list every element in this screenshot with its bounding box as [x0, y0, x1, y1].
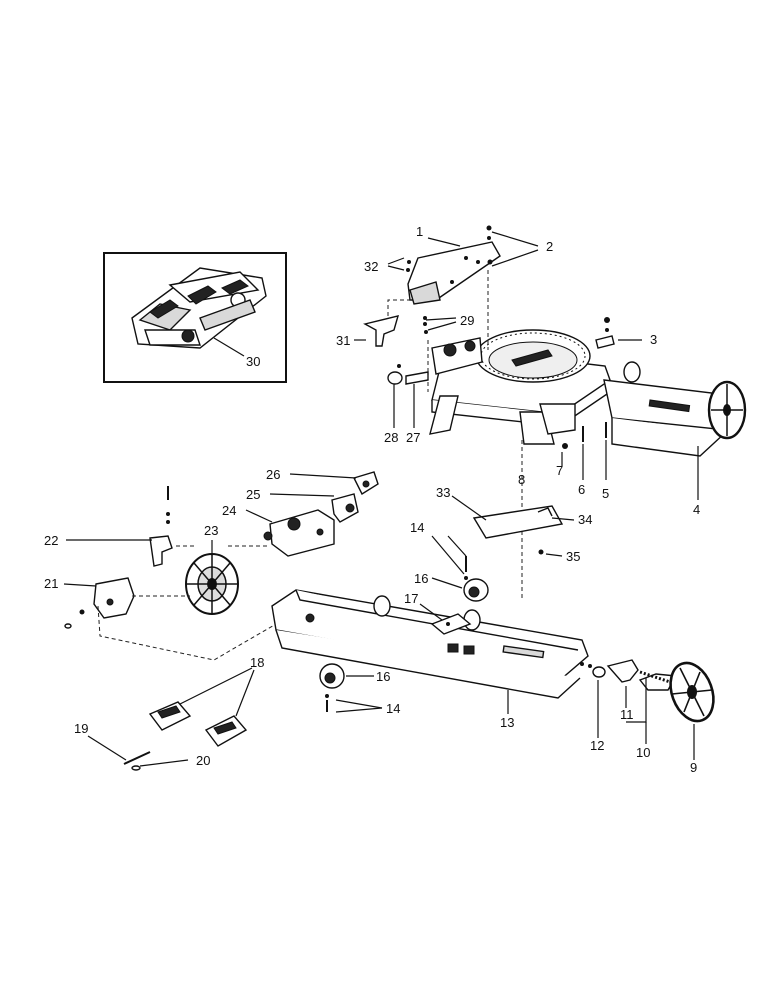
idler-assembly — [580, 659, 715, 723]
part-label-24: 24 — [222, 503, 236, 518]
part-label-6: 6 — [578, 482, 585, 497]
part-label-5: 5 — [602, 486, 609, 501]
part-label-10: 10 — [636, 745, 650, 760]
part-label-16a: 16 — [414, 571, 428, 586]
part-label-31: 31 — [336, 333, 350, 348]
part-label-7: 7 — [556, 463, 563, 478]
part-label-22: 22 — [44, 533, 58, 548]
part-label-21: 21 — [44, 576, 58, 591]
front-idler-wheel — [669, 661, 715, 723]
part-label-4: 4 — [693, 502, 700, 517]
part-label-16b: 16 — [376, 669, 390, 684]
part-number-labels: 1 2 32 3 29 31 30 28 27 7 8 6 5 4 26 25 … — [44, 224, 700, 775]
track-shoes — [123, 701, 248, 771]
cover-plate — [472, 505, 564, 555]
part-label-25: 25 — [246, 487, 260, 502]
track-chain-illustration — [131, 267, 267, 349]
part-label-12: 12 — [590, 738, 604, 753]
part-label-1: 1 — [416, 224, 423, 239]
part-label-3: 3 — [650, 332, 657, 347]
upper-frame-assembly — [363, 225, 747, 457]
part-label-8: 8 — [518, 472, 525, 487]
part-label-27: 27 — [406, 430, 420, 445]
part-label-2: 2 — [546, 239, 553, 254]
part-label-33: 33 — [436, 485, 450, 500]
part-label-19: 19 — [74, 721, 88, 736]
drive-sprocket — [185, 553, 239, 615]
turntable-ring — [475, 329, 591, 383]
part-label-11: 11 — [620, 707, 634, 722]
part-label-18: 18 — [250, 655, 264, 670]
part-label-29: 29 — [460, 313, 474, 328]
part-label-26: 26 — [266, 467, 280, 482]
part-label-28: 28 — [384, 430, 398, 445]
inset-track-chain — [103, 252, 287, 383]
part-label-32: 32 — [364, 259, 378, 274]
drive-components — [64, 471, 379, 629]
part-label-35: 35 — [566, 549, 580, 564]
right-idler-wheel — [707, 380, 747, 440]
leader-lines — [63, 231, 699, 767]
part-label-14b: 14 — [386, 701, 400, 716]
part-label-17: 17 — [404, 591, 418, 606]
part-label-9: 9 — [690, 760, 697, 775]
part-label-30: 30 — [246, 354, 260, 369]
part-label-23: 23 — [204, 523, 218, 538]
track-roller-lower — [319, 663, 345, 712]
part-label-14a: 14 — [410, 520, 424, 535]
track-roller-upper — [463, 556, 489, 602]
lower-track-frame — [271, 589, 589, 699]
part-label-13: 13 — [500, 715, 514, 730]
part-label-34: 34 — [578, 512, 592, 527]
part-label-20: 20 — [196, 753, 210, 768]
